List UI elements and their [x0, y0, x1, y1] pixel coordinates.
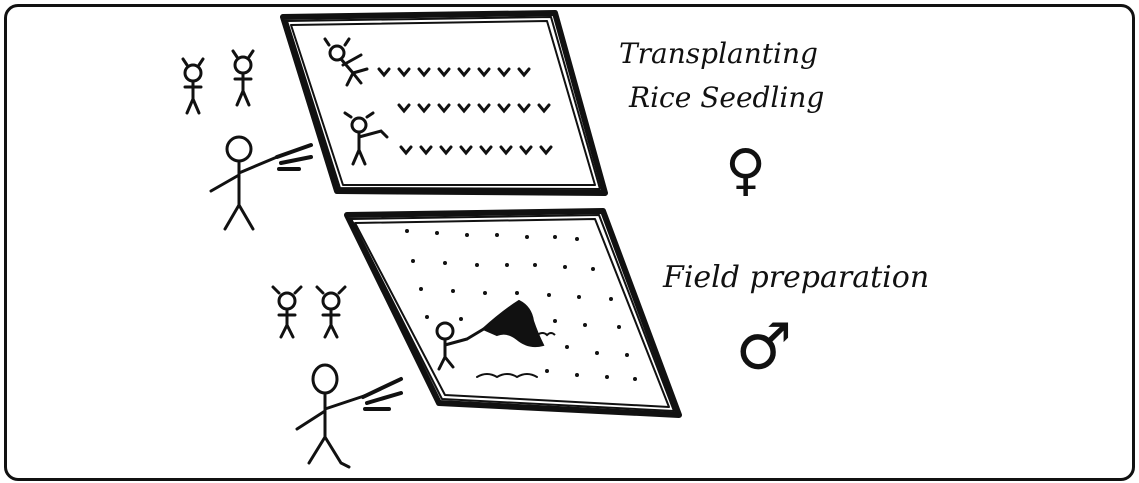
label-transplanting-line1: Transplanting	[619, 37, 818, 70]
pointing-man-bottom	[297, 365, 401, 467]
male-symbol-icon: ♂	[735, 311, 792, 385]
child-figures-bottom	[273, 287, 345, 337]
label-transplanting-line2: Rice Seedling	[628, 81, 824, 114]
top-field	[283, 13, 605, 193]
ox-silhouette	[483, 301, 543, 346]
female-symbol-icon: ♀	[725, 138, 766, 203]
seedling-rows	[379, 69, 551, 153]
sketch-frame: Transplanting Rice Seedling ♀ Field prep…	[4, 4, 1135, 481]
label-field-preparation: Field preparation	[662, 260, 929, 295]
pointing-man-top	[211, 137, 311, 229]
planter-figure-2	[345, 113, 387, 164]
child-figures-top	[183, 51, 253, 113]
sketch-canvas: Transplanting Rice Seedling ♀ Field prep…	[7, 7, 1135, 481]
planter-figure-1	[325, 39, 367, 85]
ox-tail	[537, 333, 555, 335]
